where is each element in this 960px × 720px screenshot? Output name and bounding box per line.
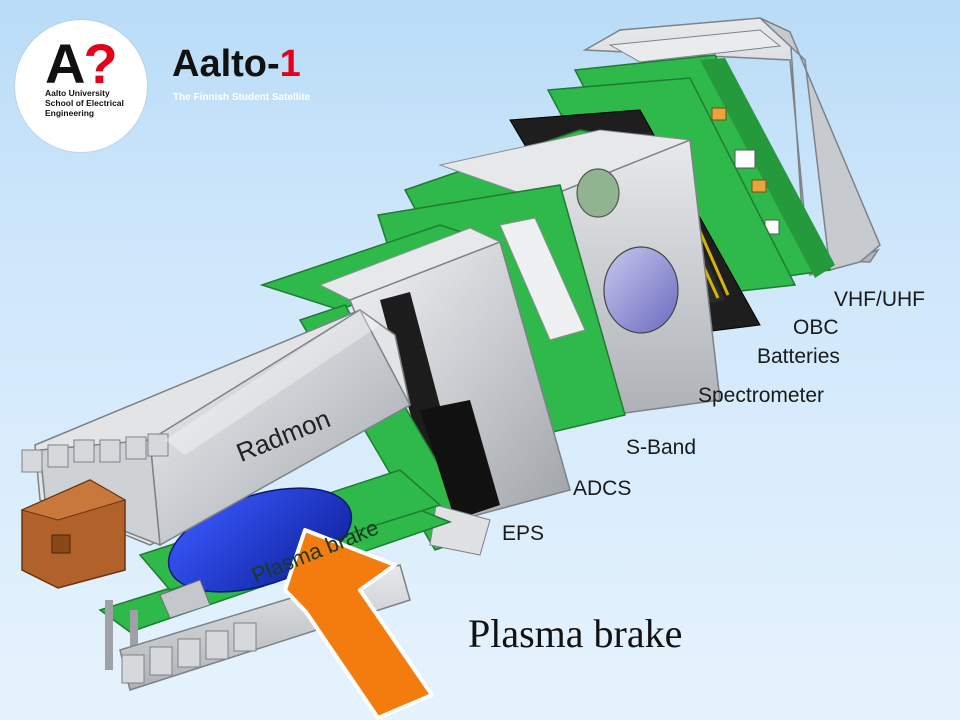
logo-line-school: School of Electrical xyxy=(45,98,124,108)
logo-line-engineering: Engineering xyxy=(45,108,95,118)
plasma-brake-assembly xyxy=(98,469,453,691)
pointer-arrow xyxy=(283,528,434,720)
radmon-module xyxy=(21,308,412,547)
label-vhf-uhf: VHF/UHF xyxy=(834,288,925,311)
logo-mark-letter: A xyxy=(45,32,85,95)
logo-line-university: Aalto University xyxy=(45,88,110,98)
logo-mark: A? xyxy=(45,36,118,92)
satellite-title-name: Aalto- xyxy=(172,43,280,85)
label-s-band: S-Band xyxy=(626,436,697,459)
caption-plasma-brake: Plasma brake xyxy=(468,611,683,656)
satellite-title: Aalto-1 xyxy=(172,42,301,86)
satellite-title-number: 1 xyxy=(279,43,301,85)
label-spectrometer: Spectrometer xyxy=(698,384,825,407)
label-eps: EPS xyxy=(502,522,545,545)
copper-block xyxy=(20,479,127,589)
label-obc: OBC xyxy=(793,316,839,339)
vhf-uhf-module xyxy=(582,17,881,277)
label-batteries: Batteries xyxy=(757,345,840,368)
label-adcs: ADCS xyxy=(573,477,632,500)
satellite-subtitle: The Finnish Student Satellite xyxy=(173,92,311,103)
logo-mark-symbol: ? xyxy=(83,32,117,95)
aalto-university-logo: A? Aalto University School of Electrical… xyxy=(15,20,147,152)
